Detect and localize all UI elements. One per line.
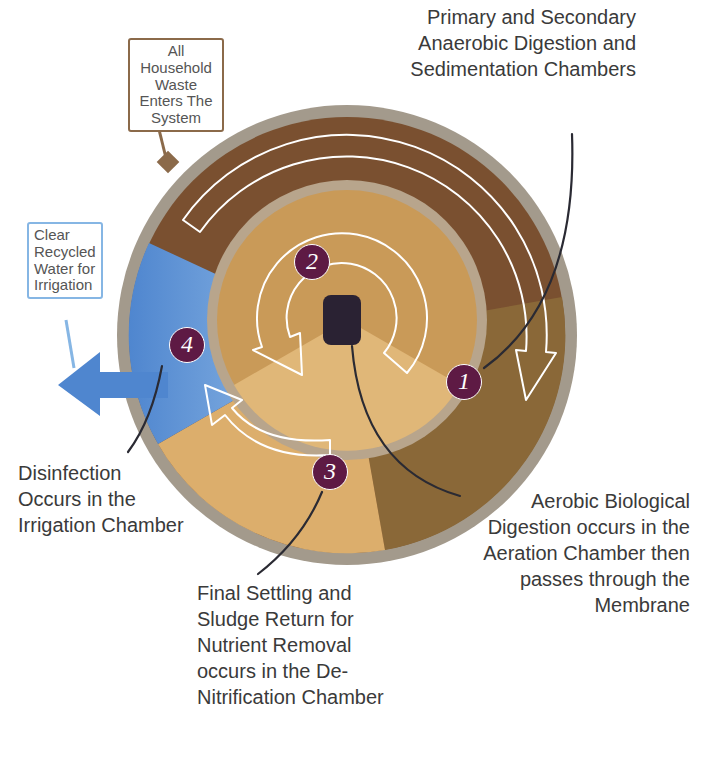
outlet-callout-box: Clear Recycled Water for Irrigation bbox=[27, 222, 103, 299]
callout-number: 4 bbox=[169, 327, 205, 363]
leader-line bbox=[484, 134, 572, 368]
tank-rim bbox=[117, 105, 577, 565]
callout-label: Primary and Secondary Anaerobic Digestio… bbox=[400, 4, 636, 82]
callout-number-text: 2 bbox=[295, 245, 329, 278]
inlet-callout-box: All Household Waste Enters The System bbox=[128, 38, 224, 132]
leader-line bbox=[258, 492, 322, 574]
flow-arrow bbox=[253, 233, 427, 375]
callout-number: 2 bbox=[294, 244, 330, 280]
callout-label: Disinfection Occurs in the Irrigation Ch… bbox=[18, 460, 190, 538]
pointer-line bbox=[66, 320, 74, 368]
flow-arrow bbox=[205, 385, 330, 456]
callout-number-text: 1 bbox=[447, 365, 481, 398]
callout-label: Final Settling and Sludge Return for Nut… bbox=[197, 580, 402, 710]
inlet-pipe bbox=[157, 151, 180, 174]
callout-text: Clear Recycled Water for Irrigation bbox=[34, 227, 96, 294]
callout-number-text: 3 bbox=[313, 455, 347, 488]
leader-line bbox=[352, 346, 460, 496]
callout-number: 3 bbox=[312, 454, 348, 490]
leader-line bbox=[128, 366, 162, 452]
membrane bbox=[323, 295, 361, 345]
inner-wall bbox=[207, 180, 487, 460]
callout-number: 1 bbox=[446, 364, 482, 400]
callout-label: Aerobic Biological Digestion occurs in t… bbox=[480, 488, 690, 618]
flow-arrow bbox=[183, 135, 556, 400]
callout-number-text: 4 bbox=[170, 328, 204, 361]
aeration-chamber bbox=[217, 190, 477, 450]
primary-chamber bbox=[129, 117, 565, 553]
callout-text: All Household Waste Enters The System bbox=[135, 43, 217, 127]
